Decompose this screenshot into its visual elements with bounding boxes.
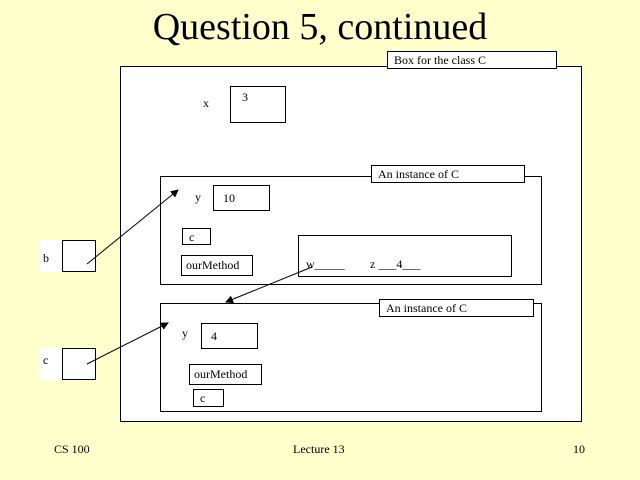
instance1-y-box: 10 [213, 185, 270, 211]
instance2-ourmethod-box: ourMethod [189, 364, 262, 385]
footer-course: CS 100 [54, 442, 90, 456]
instance2-box [160, 303, 542, 412]
instance1-box [160, 176, 542, 285]
instance1-caption: An instance of C [371, 165, 525, 183]
instance2-caption: An instance of C [379, 299, 534, 317]
b-label-bg [39, 240, 63, 272]
b-label: b [43, 251, 49, 265]
c-to-instance2-arrow [86, 322, 169, 365]
instance2-y-value: 4 [211, 329, 217, 343]
method-frame-box [298, 235, 512, 277]
c-label: c [43, 353, 49, 367]
instance2-y-box: 4 [201, 323, 258, 349]
instance1-y-value: 10 [223, 191, 235, 205]
x-value: 3 [242, 90, 248, 104]
x-value-box: 3 [230, 86, 286, 123]
frame-to-instance2-arrow [225, 266, 313, 304]
x-label: x [203, 96, 209, 110]
footer-lecture: Lecture 13 [293, 442, 345, 456]
instance2-y-label: y [182, 326, 188, 340]
c-label-bg [39, 348, 63, 380]
instance1-ourmethod-box: ourMethod [181, 255, 253, 276]
instance2-c-box: c [193, 389, 224, 407]
slide-title: Question 5, continued [152, 6, 488, 48]
frame-z-variable: z ___4___ [370, 257, 421, 271]
instance1-c-box: c [182, 228, 211, 245]
class-box-caption: Box for the class C [387, 51, 557, 69]
instance1-y-label: y [195, 190, 201, 204]
c-reference-box [62, 348, 96, 380]
frame-w-variable: w_____ [306, 257, 345, 271]
b-to-instance1-arrow [86, 189, 179, 265]
footer-page-number: 10 [573, 442, 585, 456]
b-reference-box [62, 240, 96, 272]
